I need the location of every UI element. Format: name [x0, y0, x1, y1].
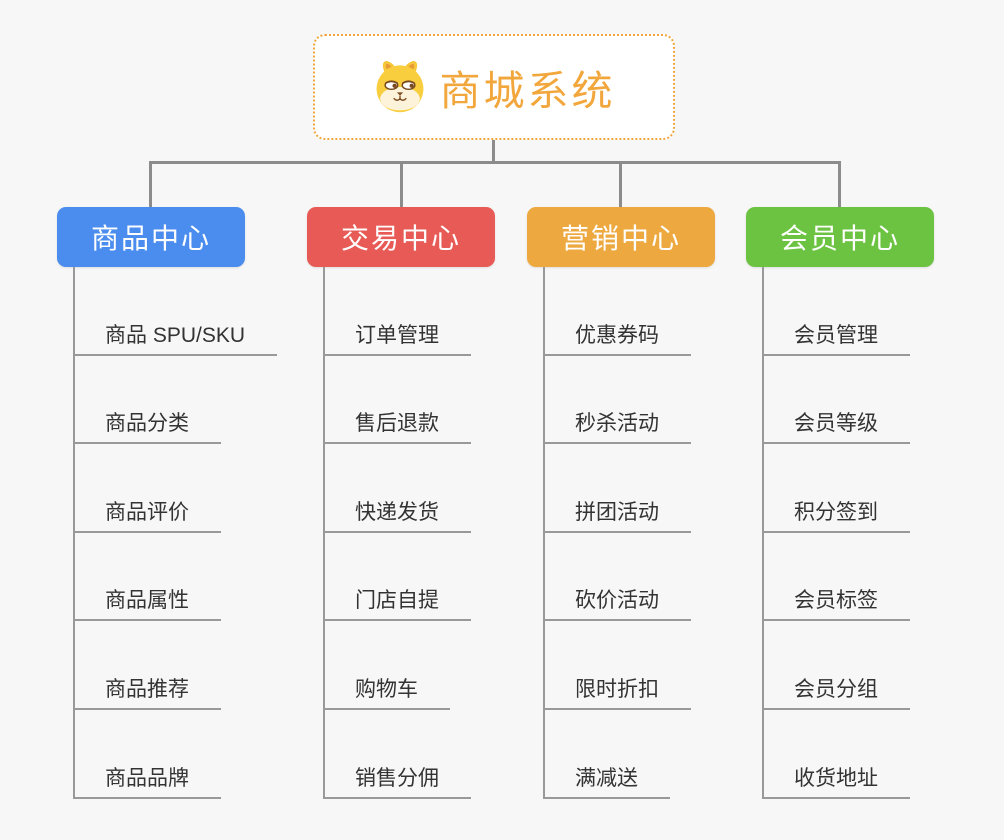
leaf-label: 会员标签 — [762, 590, 910, 622]
leaf-column-trade: 订单管理 售后退款 快递发货 门店自提 购物车 销售分佣 — [323, 267, 471, 799]
leaf-node[interactable]: 会员分组 — [762, 621, 910, 710]
leaf-label: 商品评价 — [73, 502, 221, 533]
leaf-node[interactable]: 满减送 — [543, 710, 691, 799]
leaf-node[interactable]: 商品属性 — [73, 533, 277, 622]
leaf-node[interactable]: 售后退款 — [323, 356, 471, 445]
leaf-node[interactable]: 收货地址 — [762, 710, 910, 799]
branch-box-marketing-center[interactable]: 营销中心 — [527, 207, 715, 267]
leaf-label: 满减送 — [543, 768, 670, 799]
leaf-column-product: 商品 SPU/SKU 商品分类 商品评价 商品属性 商品推荐 商品品牌 — [73, 267, 278, 799]
leaf-node[interactable]: 积分签到 — [762, 444, 910, 533]
leaf-label: 拼团活动 — [543, 502, 691, 533]
leaf-label: 秒杀活动 — [543, 413, 691, 445]
leaf-label: 商品品牌 — [73, 768, 221, 799]
leaf-label: 会员等级 — [762, 413, 910, 445]
branch-label: 会员中心 — [779, 223, 900, 254]
leaf-label: 快递发货 — [323, 502, 471, 533]
leaf-label: 商品 SPU/SKU — [73, 325, 278, 356]
leaf-label: 积分签到 — [762, 502, 910, 533]
leaf-label: 销售分佣 — [323, 768, 471, 799]
connector-drop-trade — [400, 161, 403, 208]
leaf-label: 优惠券码 — [543, 325, 691, 356]
leaf-label: 售后退款 — [323, 413, 471, 445]
leaf-label: 会员分组 — [762, 679, 910, 710]
leaf-label: 订单管理 — [323, 325, 471, 356]
leaf-node[interactable]: 会员标签 — [762, 533, 910, 622]
leaf-node[interactable]: 商品评价 — [73, 444, 277, 533]
leaf-column-member: 会员管理 会员等级 积分签到 会员标签 会员分组 收货地址 — [762, 267, 910, 799]
leaf-label: 商品属性 — [73, 590, 221, 622]
leaf-label: 会员管理 — [762, 325, 910, 356]
branch-label: 营销中心 — [560, 223, 681, 254]
connector-horizontal-line — [149, 161, 841, 164]
leaf-node[interactable]: 购物车 — [323, 621, 471, 710]
leaf-label: 收货地址 — [762, 768, 910, 799]
leaf-node[interactable]: 秒杀活动 — [543, 356, 691, 445]
leaf-node[interactable]: 商品 SPU/SKU — [73, 267, 278, 356]
leaf-label: 商品分类 — [73, 413, 221, 445]
leaf-node[interactable]: 商品品牌 — [73, 710, 277, 799]
branch-box-member-center[interactable]: 会员中心 — [746, 207, 934, 267]
leaf-node[interactable]: 门店自提 — [323, 533, 471, 622]
connector-root-stub — [492, 140, 495, 163]
branch-label: 交易中心 — [340, 223, 461, 254]
leaf-label: 砍价活动 — [543, 590, 691, 622]
leaf-label: 购物车 — [323, 679, 450, 710]
branch-box-product-center[interactable]: 商品中心 — [57, 207, 245, 267]
leaf-node[interactable]: 销售分佣 — [323, 710, 471, 799]
leaf-node[interactable]: 砍价活动 — [543, 533, 691, 622]
leaf-node[interactable]: 限时折扣 — [543, 621, 691, 710]
leaf-label: 门店自提 — [323, 590, 471, 622]
leaf-node[interactable]: 会员等级 — [762, 356, 910, 445]
root-node-mall-system[interactable]: 商城系统 — [313, 34, 675, 140]
leaf-label: 商品推荐 — [73, 679, 221, 710]
branch-label: 商品中心 — [90, 223, 211, 254]
leaf-node[interactable]: 商品推荐 — [73, 621, 277, 710]
dog-face-icon — [376, 60, 423, 113]
leaf-label: 限时折扣 — [543, 679, 691, 710]
leaf-node[interactable]: 拼团活动 — [543, 444, 691, 533]
leaf-node[interactable]: 快递发货 — [323, 444, 471, 533]
connector-drop-marketing — [619, 161, 622, 208]
leaf-node[interactable]: 优惠券码 — [543, 267, 691, 356]
leaf-column-marketing: 优惠券码 秒杀活动 拼团活动 砍价活动 限时折扣 满减送 — [543, 267, 691, 799]
leaf-node[interactable]: 订单管理 — [323, 267, 471, 356]
leaf-node[interactable]: 会员管理 — [762, 267, 910, 356]
branch-box-trade-center[interactable]: 交易中心 — [307, 207, 495, 267]
root-title: 商城系统 — [439, 68, 616, 114]
connector-drop-product — [149, 161, 152, 208]
leaf-node[interactable]: 商品分类 — [73, 356, 277, 445]
connector-drop-member — [838, 161, 841, 208]
